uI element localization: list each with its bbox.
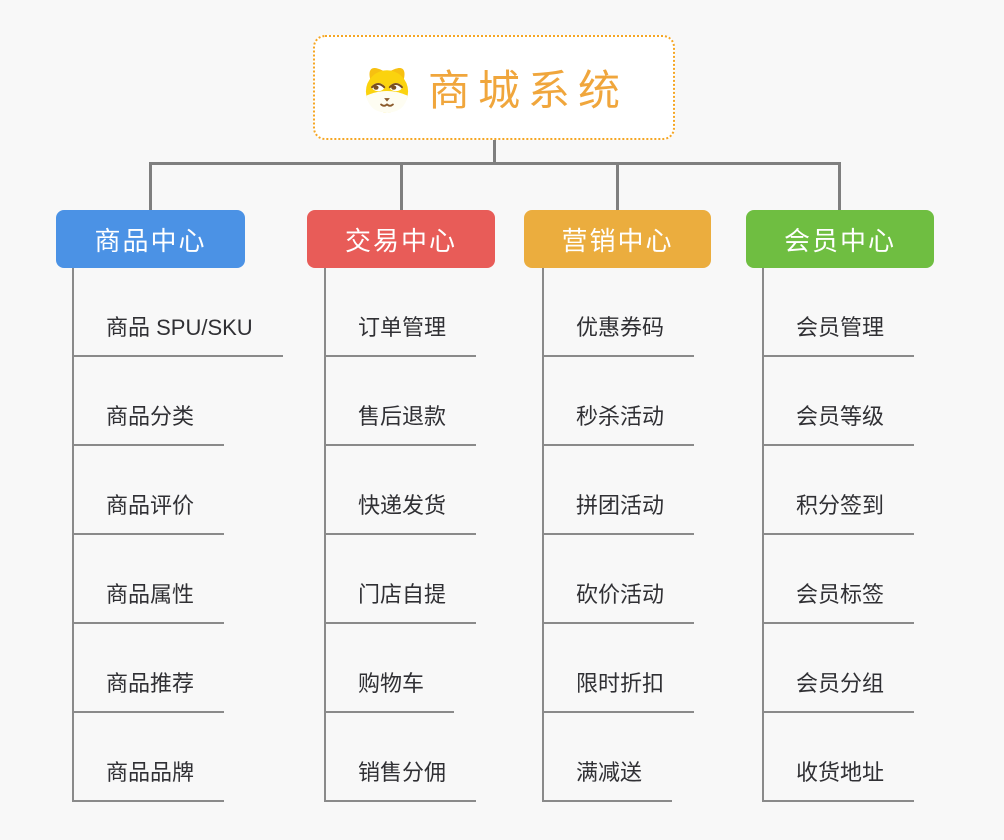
leaf-column-member: 会员管理会员等级积分签到会员标签会员分组收货地址 [762,268,1004,802]
leaf-item[interactable]: 订单管理 [326,313,477,357]
leaf-column-product: 商品 SPU/SKU 商品分类商品评价商品属性商品推荐商品品牌 [72,268,317,802]
branch-marketing-center[interactable]: 营销中心 [524,210,711,268]
leaf-item[interactable]: 秒杀活动 [544,402,695,446]
leaf-item[interactable]: 会员标签 [764,580,915,624]
branch-trade-center[interactable]: 交易中心 [307,210,495,268]
leaf-item[interactable]: 销售分佣 [326,758,477,802]
root-title: 商城系统 [427,67,628,114]
connector-stub-branch-2 [400,162,403,210]
leaf-item[interactable]: 商品品牌 [74,758,225,802]
leaf-item[interactable]: 收货地址 [764,758,915,802]
dog-face-icon [360,61,414,115]
connector-root-stub [493,138,496,163]
leaf-item[interactable]: 商品属性 [74,580,225,624]
leaf-item[interactable]: 商品分类 [74,402,225,446]
leaf-item[interactable]: 会员分组 [764,669,915,713]
leaf-item[interactable]: 售后退款 [326,402,477,446]
leaf-item[interactable]: 门店自提 [326,580,477,624]
leaf-column-trade: 订单管理售后退款快递发货门店自提购物车销售分佣 [324,268,569,802]
leaf-item[interactable]: 购物车 [326,669,455,713]
leaf-item[interactable]: 优惠券码 [544,313,695,357]
leaf-item[interactable]: 会员管理 [764,313,915,357]
leaf-item[interactable]: 商品 SPU/SKU [74,313,283,357]
connector-stub-branch-4 [838,162,841,210]
leaf-item[interactable]: 满减送 [544,758,673,802]
leaf-item[interactable]: 拼团活动 [544,491,695,535]
leaf-item[interactable]: 商品评价 [74,491,225,535]
connector-stub-branch-1 [149,162,152,210]
leaf-item[interactable]: 积分签到 [764,491,915,535]
leaf-item[interactable]: 限时折扣 [544,669,695,713]
leaf-item[interactable]: 砍价活动 [544,580,695,624]
root-node-mall-system[interactable]: 商城系统 [313,35,675,140]
connector-stub-branch-3 [616,162,619,210]
leaf-item[interactable]: 快递发货 [326,491,477,535]
branch-product-center[interactable]: 商品中心 [56,210,245,268]
leaf-item[interactable]: 会员等级 [764,402,915,446]
leaf-column-marketing: 优惠券码秒杀活动拼团活动砍价活动限时折扣满减送 [542,268,787,802]
connector-horizontal [149,162,841,165]
leaf-item[interactable]: 商品推荐 [74,669,225,713]
branch-member-center[interactable]: 会员中心 [746,210,934,268]
